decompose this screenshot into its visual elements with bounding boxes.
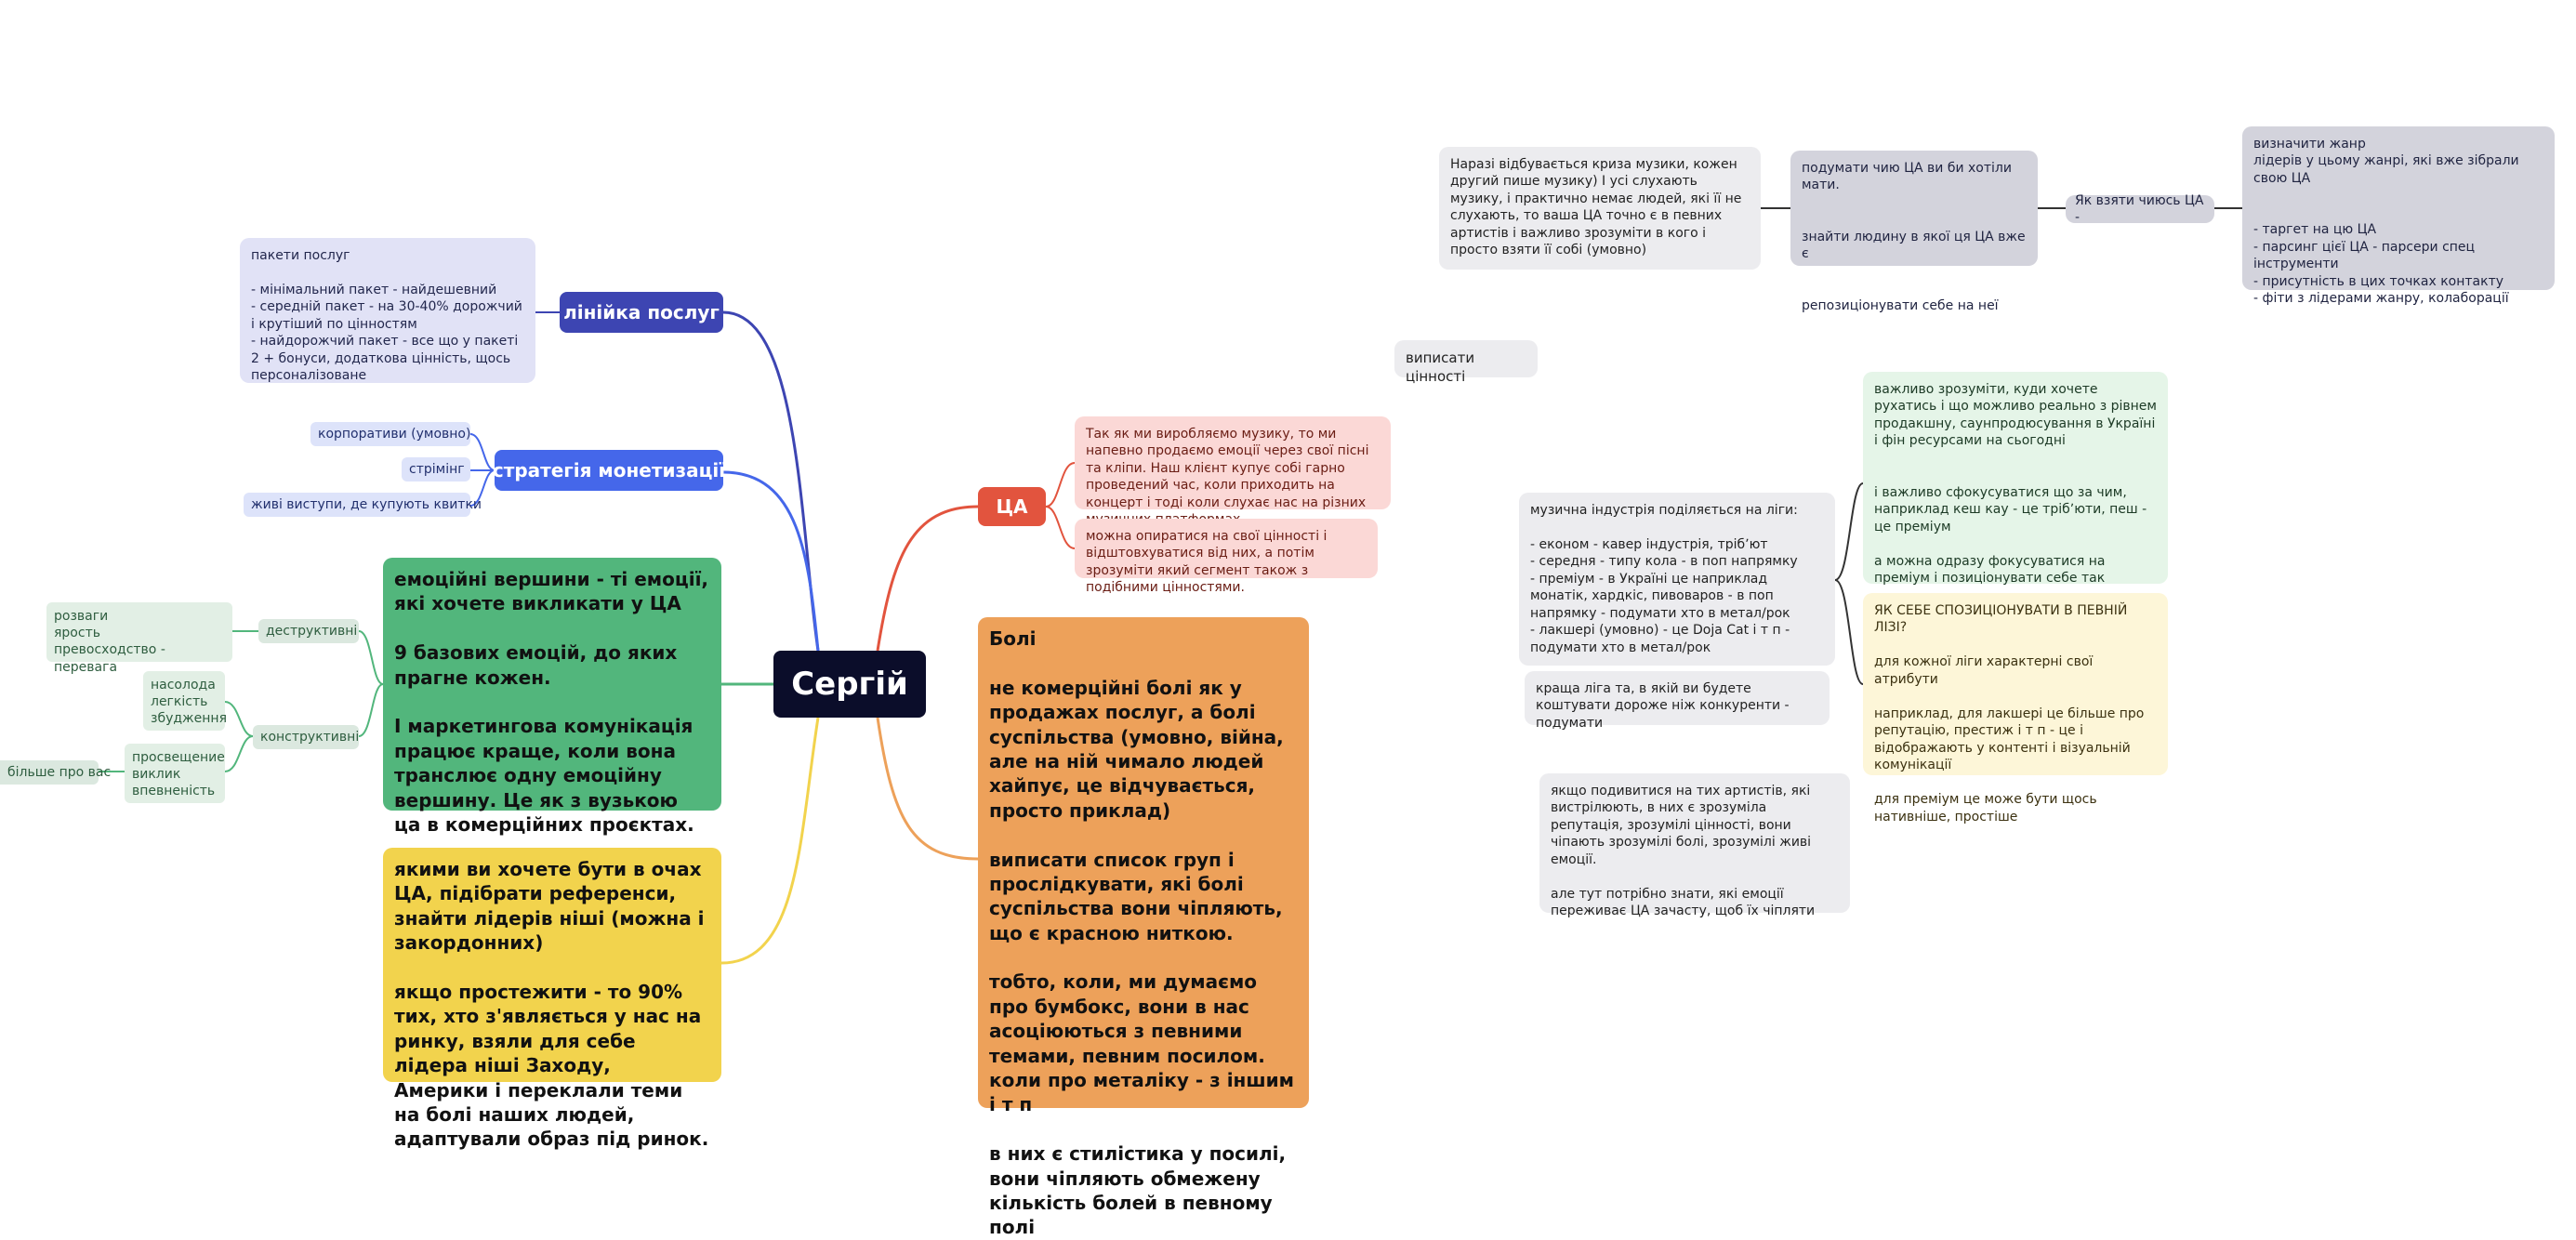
ta-music-note: Так як ми виробляємо музику, то ми напев… <box>1075 416 1391 527</box>
link-leagues-position <box>1834 579 1864 685</box>
destructive-tag: деструктивні <box>258 619 359 643</box>
destructive-list: розваги ярость превосходство - перевага <box>46 602 232 675</box>
link-leagues-important <box>1834 482 1864 581</box>
constructive-list-1: насолода легкість збудження <box>143 671 227 731</box>
root-node[interactable]: Сергій <box>773 651 926 718</box>
leagues-note: музична індустрія поділяється на ліги: -… <box>1519 493 1835 666</box>
services-packages-note: пакети послуг - мінімальний пакет - найд… <box>240 238 535 383</box>
link-root-pains <box>876 717 979 861</box>
link-root-monetization <box>722 470 820 652</box>
position-league-note: ЯК СЕБЕ СПОЗИЦІОНУВАТИ В ПЕВНІЙ ЛІЗІ? дл… <box>1863 593 2168 824</box>
write-values-note: виписати цінності <box>1394 340 1538 385</box>
monetization-live: живі виступи, де купують квитки <box>244 493 482 517</box>
branch-ta[interactable]: ЦА <box>978 487 1046 526</box>
ta-values-note: можна опиратися на свої цінності і відшт… <box>1075 519 1378 595</box>
branch-services[interactable]: лінійка послуг <box>560 292 723 333</box>
crisis-note: Наразі відбувається криза музики, кожен … <box>1439 147 1761 270</box>
link-mon-corporate <box>469 433 495 471</box>
link-constr-list1 <box>224 701 254 737</box>
link-emo-destructive <box>358 630 384 685</box>
monetization-corporate: корпоративи (умовно) <box>310 422 470 446</box>
link-root-ta <box>876 505 979 652</box>
monetization-streaming: стрімінг <box>402 457 470 481</box>
link-root-refs <box>720 717 820 965</box>
emotions-node[interactable]: емоційні вершини - ті емоції, які хочете… <box>383 558 721 836</box>
link-ta-values <box>1045 506 1076 549</box>
mind-map-canvas: Сергій лінійка послуг пакети послуг - мі… <box>0 126 2555 1238</box>
link-ta-music <box>1045 462 1076 508</box>
genre-note: визначити жанр лідерів у цьому жанрі, як… <box>2242 126 2555 306</box>
constructive-list-2: просвещение виклик впевненість <box>125 744 225 803</box>
link-emo-constructive <box>358 683 384 737</box>
artists-note: якщо подивитися на тих артистів, які вис… <box>1539 773 1850 918</box>
take-ta-tag: Як взяти чиюсь ЦА - <box>2066 193 2214 225</box>
branch-monetization[interactable]: стратегія монетизації <box>493 450 725 491</box>
link-root-services <box>722 310 820 652</box>
references-node[interactable]: якими ви хочете бути в очах ЦА, підібрат… <box>383 848 721 1150</box>
pains-node[interactable]: Болі не комерційні болі як у продажах по… <box>978 617 1309 1238</box>
constructive-list-3: більше про вас <box>0 760 111 785</box>
important-direction-note: важливо зрозуміти, куди хочете рухатись … <box>1863 372 2168 586</box>
constructive-tag: конструктивні <box>253 725 359 749</box>
better-league-note: краща ліга та, в якій ви будете коштуват… <box>1525 671 1830 731</box>
think-ta-note: подумати чию ЦА ви би хотіли мати. знайт… <box>1790 151 2038 313</box>
link-constr-list2 <box>224 735 254 772</box>
